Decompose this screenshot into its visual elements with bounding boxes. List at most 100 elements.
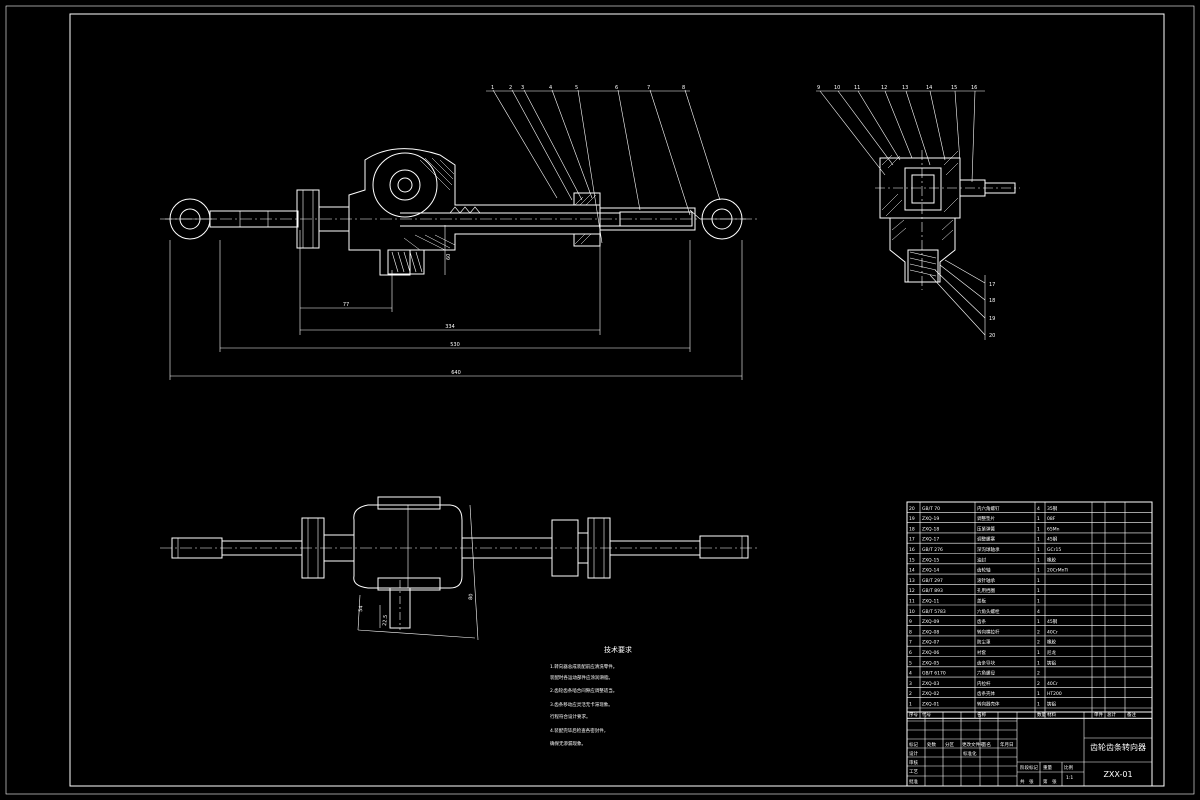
bom-cell-code: ZXQ-17 [922,537,939,543]
bom-cell-name: 齿轮轴 [977,567,991,574]
leader-number-14: 14 [926,85,932,91]
drawing-title: 齿轮齿条转向器 [1090,742,1146,752]
tb-label-date: 年月日 [1000,741,1014,748]
tb-label-zone: 分区 [945,741,954,748]
bom-cell-name: 齿条 [977,618,986,625]
tb-label-scale: 比例 [1064,764,1073,771]
bom-cell-no: 6 [909,650,912,656]
bom-cell-mat: 40Cr [1047,681,1058,687]
bom-cell-name: 名称 [977,711,986,718]
bom-cell-mat: 橡胶 [1047,639,1056,646]
svg-text:5: 5 [575,85,578,91]
svg-text:2: 2 [509,85,512,91]
bom-cell-qty: 1 [1037,691,1040,697]
leader-number-4: 4 [549,85,552,91]
bom-header-remark: 备注 [1127,711,1136,718]
leader-number-8: 8 [682,85,685,91]
bom-cell-code: ZXQ-11 [922,599,939,605]
svg-text:19: 19 [989,316,995,322]
bom-cell-code: ZXQ-18 [922,526,939,532]
bom-cell-no: 12 [909,588,915,594]
bom-cell-name: 内拉杆 [977,680,991,687]
bom-cell-mat: HT200 [1047,691,1062,697]
tb-label-process: 工艺 [909,769,918,775]
svg-text:1: 1 [491,85,494,91]
tb-label-approve: 批准 [909,778,918,785]
bom-cell-mat: GCr15 [1047,547,1061,553]
bom-cell-name: 深沟球轴承 [977,546,1000,553]
bom-cell-code: ZXQ-09 [922,619,939,625]
bom-cell-qty: 1 [1037,660,1040,666]
bom-cell-name: 齿条导块 [977,659,995,666]
bom-cell-no: 15 [909,557,915,563]
leader-number-19: 19 [989,316,995,322]
bom-cell-no: 2 [909,691,912,697]
bom-cell-no: 4 [909,671,912,677]
bom-cell-no: 1 [909,702,912,708]
tb-label-sheet: 张 [1052,778,1057,785]
bom-cell-qty: 1 [1037,599,1040,605]
bom-cell-mat: 材料 [1047,711,1056,718]
leader-number-18: 18 [989,298,995,304]
bom-cell-qty: 2 [1037,640,1040,646]
bom-cell-no: 8 [909,629,912,635]
tb-label-weight: 重量 [1043,764,1052,771]
dimensions-front: 77 334 530 640 60 [169,230,743,380]
bom-frame [906,501,1153,719]
bom-cell-qty: 1 [1037,557,1040,563]
leader-number-7: 7 [647,85,650,91]
bom-cell-mat: 65Mn [1047,526,1060,532]
bom-cell-no: 14 [909,568,915,574]
leader-number-17: 17 [989,282,995,288]
tb-label-sheets: 张 [1029,778,1034,785]
dim-334: 334 [445,324,455,330]
bom-cell-mat: 橡胶 [1047,556,1056,563]
bom-cell-code: ZXQ-15 [922,557,939,563]
dim-530: 530 [450,342,460,348]
bom-cell-code: 代号 [922,711,931,718]
svg-text:20: 20 [989,333,995,339]
bom-header-total: 总计 [1107,711,1116,718]
leader-number-12: 12 [881,85,887,91]
drawing-number: ZXX-01 [1103,770,1132,779]
title-block: 标记 处数 分区 更改文件号 签名 年月日 设计 审核 工艺 批准 标准化 阶段… [906,711,1153,787]
bom-cell-mat: 铸铝 [1047,701,1056,708]
inner-border [69,13,1165,787]
bom-cell-no: 10 [909,609,915,615]
tb-label-design: 设计 [909,750,918,757]
bom-cell-no: 16 [909,547,915,553]
note-line-5: 行程符合设计要求。 [550,713,591,720]
bom-cell-qty: 4 [1037,609,1040,615]
bom-cell-mat: 35钢 [1047,505,1058,512]
dim-80: 80 [468,593,475,600]
bom-cell-no: 17 [909,537,915,543]
front-section-view [160,148,760,276]
bom-cell-name: 孔用挡圈 [977,587,995,594]
bom-cell-mat: 45钢 [1047,618,1058,625]
bom-cell-qty: 1 [1037,547,1040,553]
technical-notes: 技术要求 1.转向器总成装配前应清洗零件。 装配时各运动部件应涂润滑脂。 2.齿… [550,645,632,747]
leader-number-2: 2 [509,85,512,91]
bom-cell-name: 转向横拉杆 [977,628,1000,635]
bom-header-row: 序号代号名称数量材料 [909,711,1056,718]
tb-label-mark: 标记 [909,741,918,748]
bom-cell-qty: 4 [1037,506,1040,512]
bom-cell-code: GB/T 5783 [922,609,946,615]
bom-cell-no: 序号 [909,711,918,718]
